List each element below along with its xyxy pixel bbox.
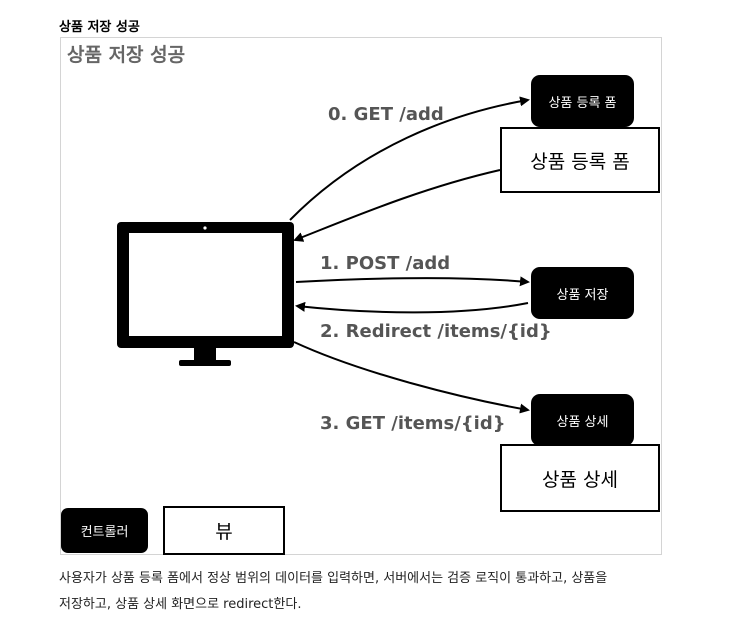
controller-detail: 상품 상세 (531, 394, 634, 446)
label-get-items: 3. GET /items/{id} (320, 413, 506, 434)
arrow-redirect (295, 301, 529, 314)
label-redirect: 2. Redirect /items/{id} (320, 321, 552, 342)
controller-save: 상품 저장 (531, 267, 634, 319)
view-form: 상품 등록 폼 (500, 127, 660, 193)
label-post-add: 1. POST /add (320, 253, 451, 274)
page-heading: 상품 저장 성공 (59, 20, 140, 35)
view-detail: 상품 상세 (500, 444, 660, 512)
arrow-get-add (289, 96, 530, 221)
arrow-post-add (295, 276, 530, 287)
legend-view: 뷰 (163, 506, 285, 555)
label-get-add: 0. GET /add (328, 104, 444, 125)
diagram-title: 상품 저장 성공 (67, 44, 186, 66)
flow-diagram: 상품 저장 성공 0. GET /add 1. POST /add 2. Red… (60, 37, 662, 555)
arrow-form-response (293, 169, 501, 242)
caption-line-2: 저장하고, 상품 상세 화면으로 redirect한다. (59, 597, 302, 612)
diagram-canvas (117, 96, 530, 414)
legend-controller: 컨트롤러 (61, 508, 148, 553)
caption-line-1: 사용자가 상품 등록 폼에서 정상 범위의 데이터를 입력하면, 서버에서는 검… (59, 571, 608, 586)
computer-monitor-icon (117, 222, 294, 366)
arrow-get-items (293, 341, 530, 414)
controller-form: 상품 등록 폼 (531, 75, 634, 127)
